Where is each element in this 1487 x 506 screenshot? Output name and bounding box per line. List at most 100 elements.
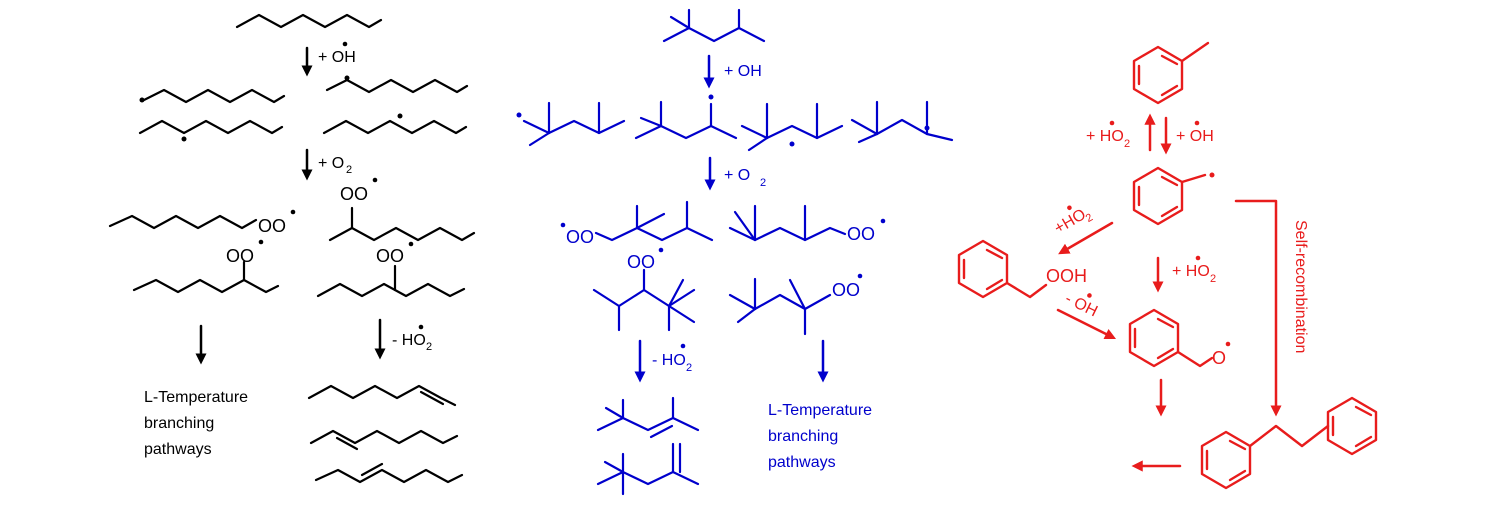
radical-dot [418, 324, 424, 330]
isooctane-molecule [662, 8, 766, 43]
forward-step-label: + OH [1176, 128, 1214, 145]
step-label: - HO [392, 332, 426, 349]
isooctane-panel [522, 8, 954, 496]
reverse-step-sub: 2 [1124, 138, 1130, 150]
radical-dot [880, 218, 886, 224]
branching-text-line: branching [768, 428, 838, 445]
isooctyl-radical-2 [634, 100, 738, 140]
heptyl-radical-3 [138, 119, 284, 135]
diag-ho2-text: +HO [1052, 206, 1089, 237]
branching-text-line: pathways [144, 441, 212, 458]
radical-dot [924, 125, 930, 131]
diagonal-ho2-label: +HO 2 [1052, 205, 1095, 237]
radical-dot [857, 273, 863, 279]
bond [419, 390, 445, 406]
radical-dot [658, 247, 664, 253]
peroxy-label: OO [627, 252, 655, 272]
self-recombination-arrow [1234, 199, 1282, 417]
branching-text-line: branching [144, 415, 214, 432]
heptane-labels: + OH + O 2 OO OO OO OO - HO 2 L-Temperat… [139, 41, 432, 458]
benzyl-radical [1132, 166, 1207, 226]
branching-text-line: L-Temperature [144, 389, 248, 406]
n-heptane-molecule [235, 13, 383, 29]
radical-dot [1087, 293, 1092, 298]
radical-dot [1194, 120, 1200, 126]
radical-dot [1195, 255, 1201, 261]
radical-dot [516, 112, 522, 118]
heptane-panel [108, 13, 476, 484]
benzyl-hydroperoxide [957, 239, 1048, 299]
heptylperoxy-4 [316, 282, 466, 298]
radical-dot [290, 209, 296, 215]
isooctyl-radical-1 [522, 101, 626, 147]
alkoxy-label: O [1212, 348, 1226, 368]
radical-dot [1067, 205, 1072, 211]
heptene-3 [314, 468, 464, 484]
diag-ho2-sub: 2 [1084, 211, 1095, 224]
step-label-sub: 2 [426, 341, 432, 353]
radical-dot [258, 239, 264, 245]
ho2-add-sub: 2 [1210, 273, 1216, 285]
isooctylperoxy-2 [728, 204, 847, 242]
step-label-sub: 2 [760, 177, 766, 189]
heptylperoxy-1 [108, 214, 258, 230]
step-label: + O [318, 155, 344, 172]
step-label: + OH [318, 49, 356, 66]
heptene-1 [307, 384, 457, 407]
benzyloxy-radical [1128, 308, 1214, 368]
step-label-sub: 2 [686, 362, 692, 374]
isooctylperoxy-1 [594, 200, 714, 242]
radical-dot [1209, 172, 1215, 178]
heptene-2 [309, 429, 459, 445]
peroxy-label: OO [258, 216, 286, 236]
radical-dot [344, 75, 350, 81]
peroxy-label: OO [376, 246, 404, 266]
step-label: - HO [652, 352, 686, 369]
peroxy-label: OO [832, 280, 860, 300]
heptylperoxy-3 [132, 278, 280, 294]
isooctyl-radical-3 [740, 102, 844, 152]
radical-dot [397, 113, 403, 119]
radical-dot [1109, 120, 1115, 126]
isooctene-1 [596, 396, 700, 439]
isooctylperoxy-4 [728, 277, 832, 336]
radical-dot [560, 222, 566, 228]
radical-dot [181, 136, 187, 142]
reverse-step-label: + HO [1086, 128, 1124, 145]
radical-dot [1225, 341, 1231, 347]
ho2-addition-arrow [1058, 221, 1114, 255]
isooctyl-radical-4 [850, 100, 954, 144]
radical-dot [789, 141, 795, 147]
branching-text-line: pathways [768, 454, 836, 471]
toluene-molecule [1132, 41, 1210, 105]
radical-dot [139, 97, 145, 103]
branching-text-line: L-Temperature [768, 402, 872, 419]
heptyl-radical-1 [142, 88, 286, 104]
peroxy-label: OO [847, 224, 875, 244]
isooctene-2 [596, 442, 700, 496]
self-recombination-label: Self-recombination [1292, 220, 1309, 353]
isooctane-labels: + OH + O 2 OO OO OO OO - HO 2 L-Temperat… [516, 63, 930, 471]
bibenzyl-molecule [1200, 396, 1378, 490]
self-recombination-text: Self-recombination [1292, 220, 1309, 353]
heptyl-radical-2 [325, 78, 469, 94]
radical-dot [708, 94, 714, 100]
step-label: + O [724, 167, 750, 184]
radical-dot [680, 343, 686, 349]
toluene-labels: + HO 2 + OH +HO 2 OOH - OH + HO 2 O Self… [1046, 120, 1309, 368]
radical-dot [372, 177, 378, 183]
ho2-add-label: + HO [1172, 263, 1210, 280]
peroxy-label: OO [340, 184, 368, 204]
peroxy-label: OO [566, 227, 594, 247]
heptylperoxy-2 [328, 226, 476, 242]
radical-dot [408, 241, 414, 247]
bond [335, 436, 359, 451]
bond [360, 462, 384, 477]
heptyl-radical-4 [322, 119, 468, 135]
ooh-label: OOH [1046, 266, 1087, 286]
toluene-panel [957, 41, 1378, 490]
oh-loss-arrow [1056, 308, 1117, 340]
peroxy-label: OO [226, 246, 254, 266]
